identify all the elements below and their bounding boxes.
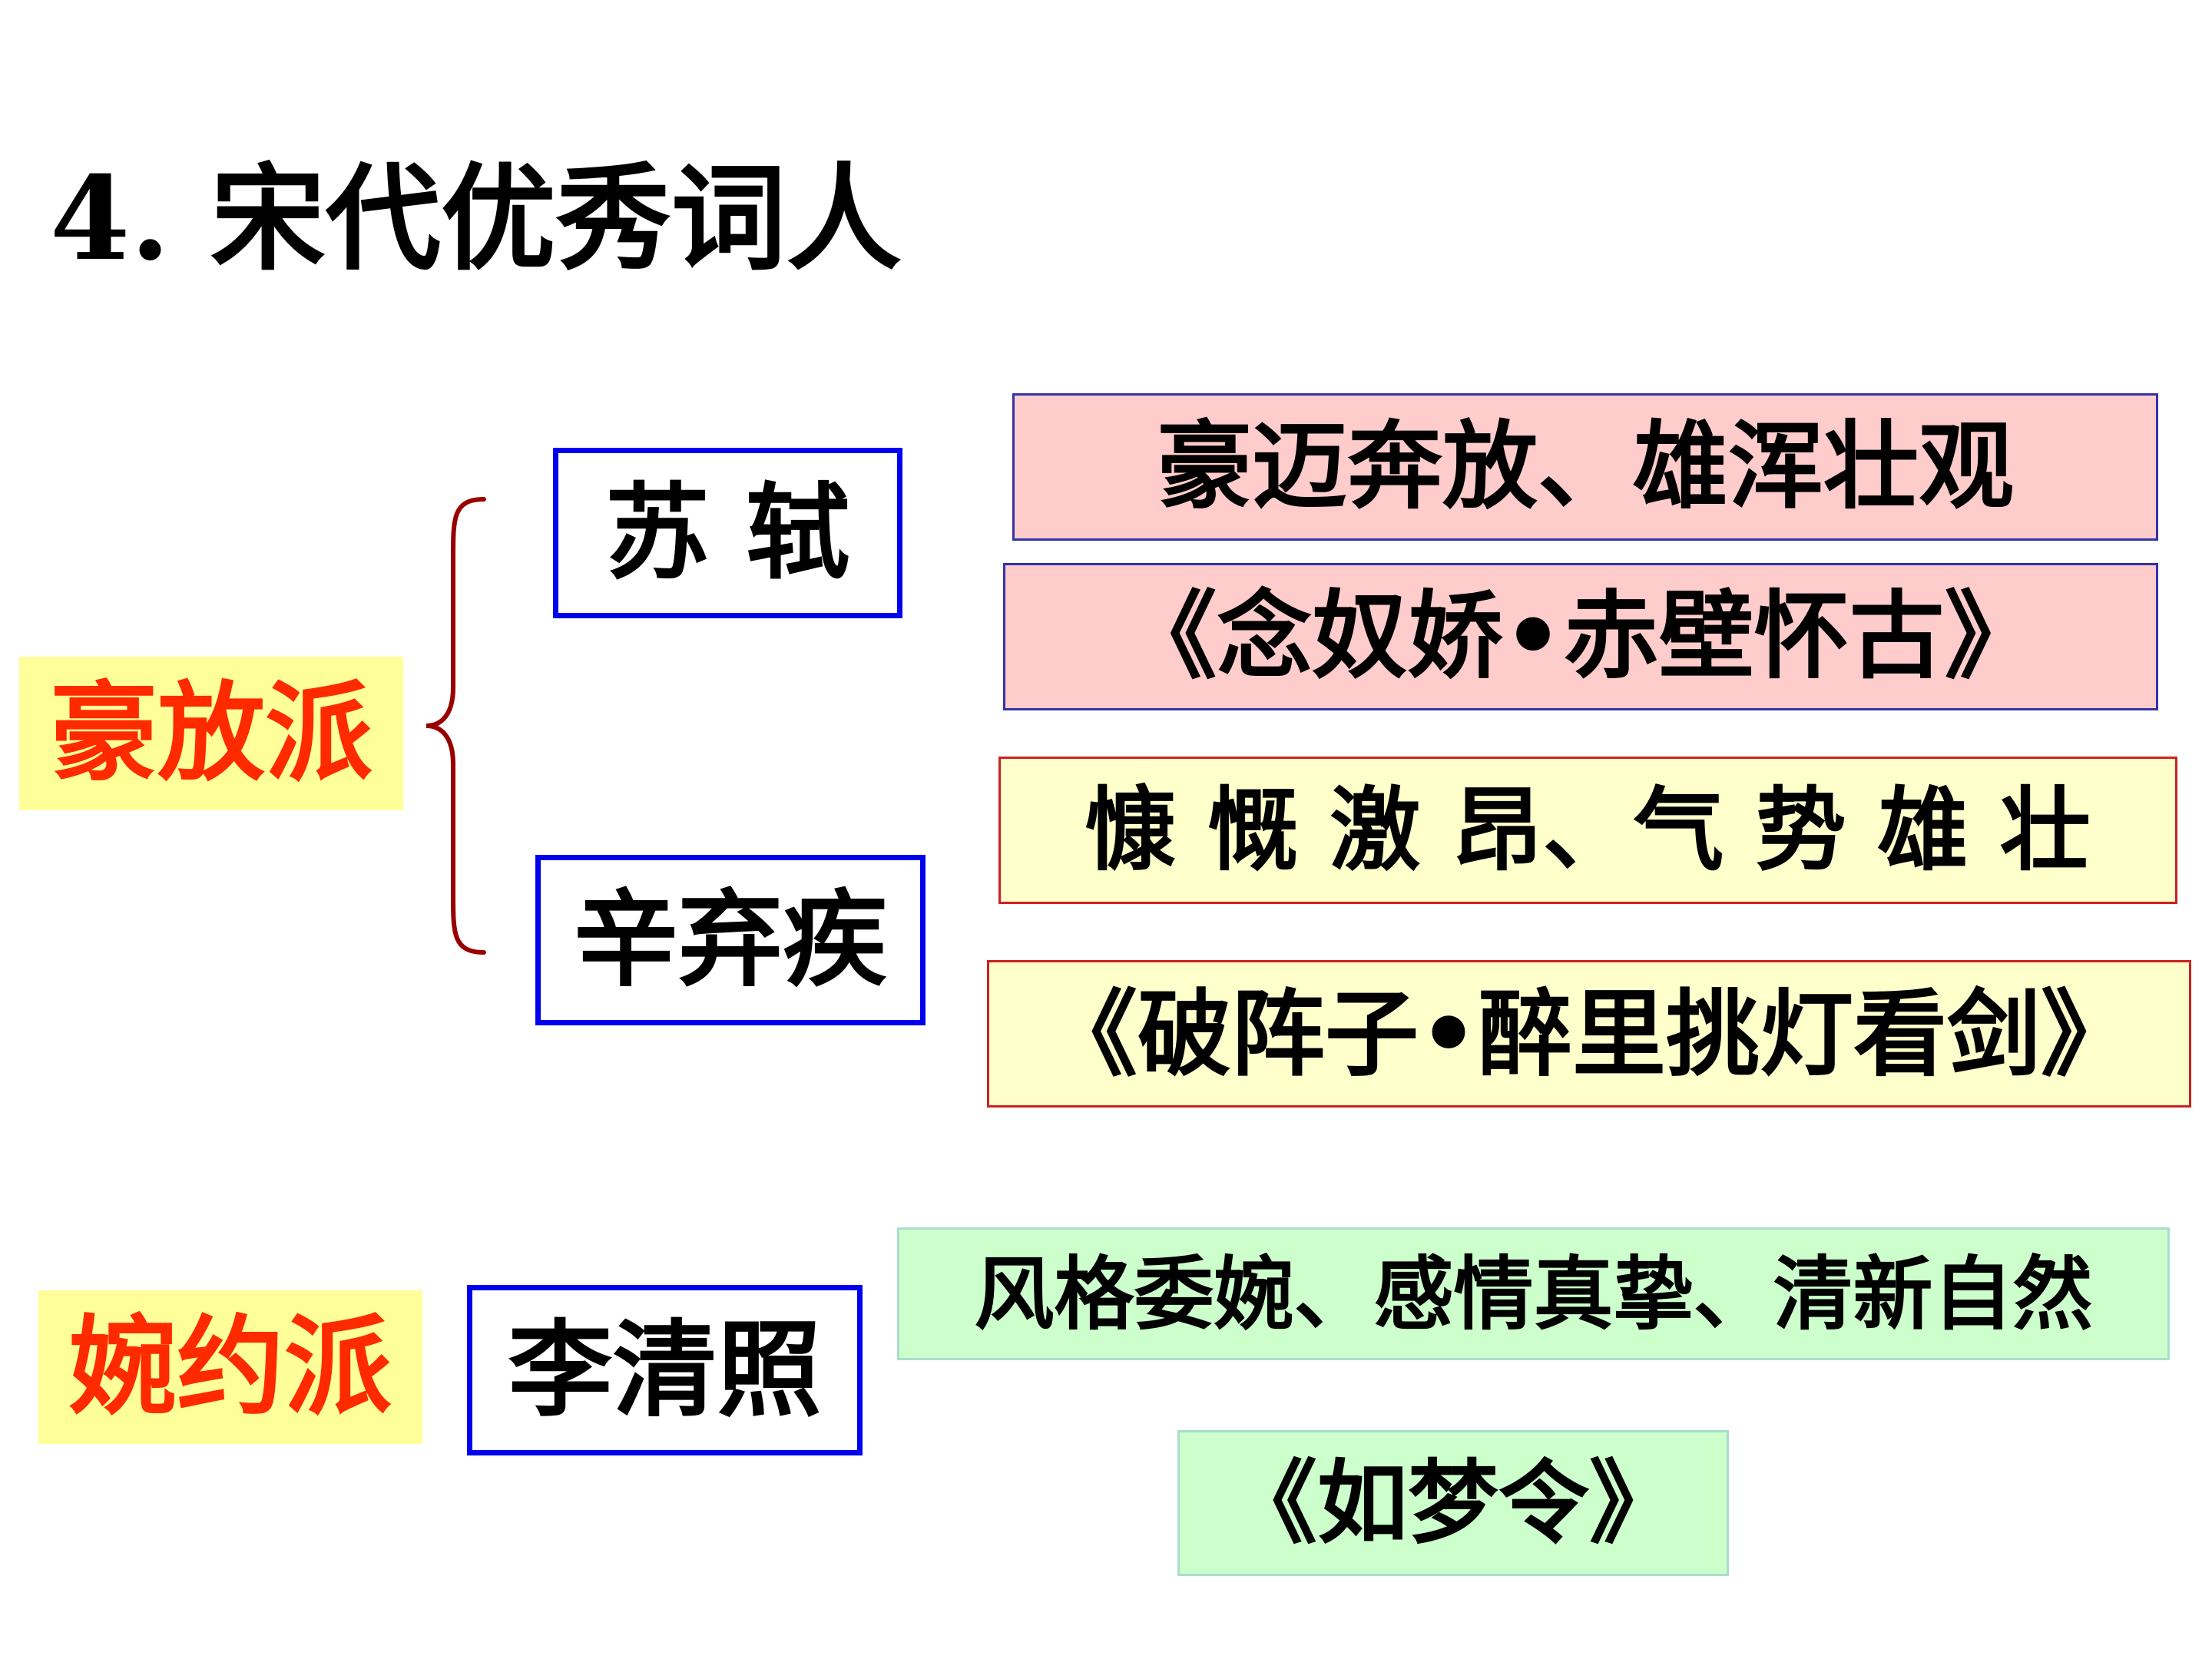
work-box-sushi: 《念奴娇•赤壁怀古》 [1003,563,2158,710]
school-label-haofang: 豪放派 [19,657,403,810]
poet-box-liqingzhao: 李清照 [467,1285,863,1455]
brace-connector [426,497,486,955]
style-box-xinqiji: 慷 慨 激 昂、气 势 雄 壮 [998,757,2177,904]
work-box-xinqiji: 《破阵子•醉里挑灯看剑》 [987,960,2191,1108]
page-title: 4. 宋代优秀词人 [50,151,902,286]
school-label-wanyue: 婉约派 [38,1290,422,1444]
style-box-liqingzhao: 风格委婉、感情真挚、清新自然 [897,1227,2170,1360]
work-box-liqingzhao: 《如梦令》 [1177,1430,1729,1576]
style-box-sushi: 豪迈奔放、雄浑壮观 [1012,393,2158,541]
poet-box-sushi: 苏 轼 [553,448,902,618]
poet-box-xinqiji: 辛弃疾 [535,855,926,1025]
